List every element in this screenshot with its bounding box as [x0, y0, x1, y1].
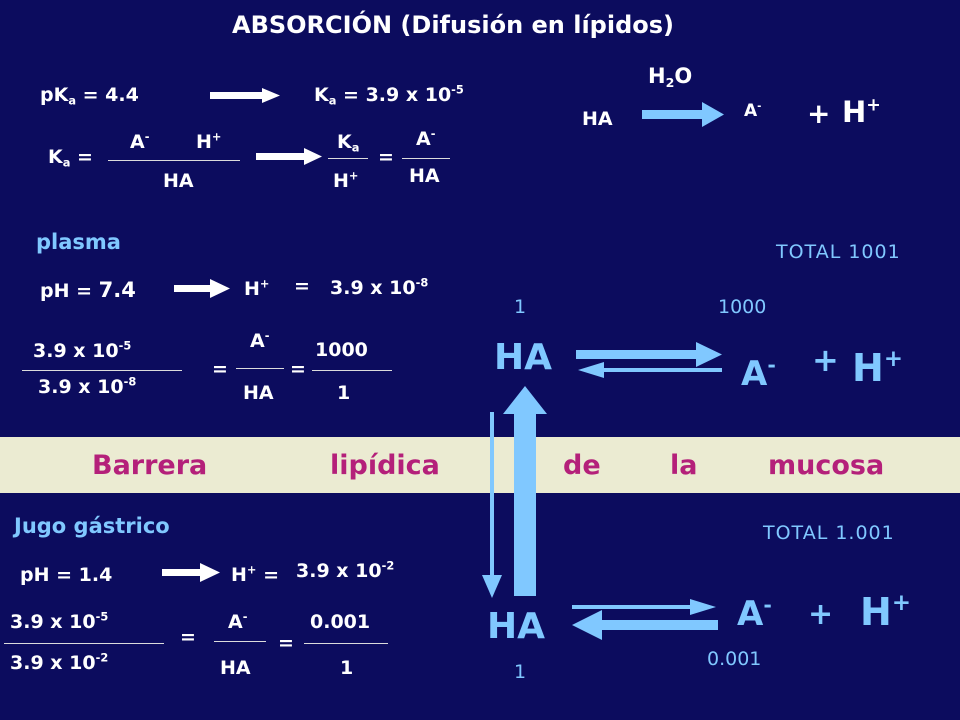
gastric-h-label: H+ =: [231, 562, 279, 586]
ka-rearranged-num2: A-: [416, 126, 436, 150]
gastric-ph-arrow: [162, 563, 220, 582]
diffusion-up-arrow: [503, 386, 547, 596]
gastric-h-value: 3.9 x 10-2: [296, 558, 395, 582]
gastric-proton: H+: [860, 590, 911, 634]
barrier-word-4: la: [670, 450, 698, 481]
ka-value-equation: Ka = 3.9 x 10-5: [314, 82, 464, 108]
plasma-ratio-eq2: =: [290, 358, 306, 380]
plasma-proton: H+: [852, 346, 903, 390]
ka-rearranged-den: H+: [333, 168, 359, 192]
gastric-ha-count: 1: [514, 661, 527, 683]
plasma-anion-count: 1000: [718, 296, 767, 318]
plasma-ratio-mid-num: A-: [250, 328, 270, 352]
plasma-ratio-res-num: 1000: [315, 339, 368, 361]
dissociation-anion: A-: [744, 101, 762, 121]
plasma-ratio-bar: [22, 370, 182, 371]
plasma-ratio-mid-bar: [236, 368, 284, 369]
dissociation-plus: +: [807, 97, 831, 130]
plasma-ha: HA: [494, 337, 552, 378]
plasma-ratio-mid-den: HA: [243, 382, 274, 404]
plasma-anion: A-: [741, 352, 776, 394]
ka-rearranged-bar-1: [328, 158, 368, 159]
dissociation-proton: H+: [842, 95, 881, 129]
ka-def-num-proton: H+: [196, 129, 222, 153]
plasma-forward-arrow: [576, 342, 722, 367]
plasma-backward-arrow: [578, 362, 722, 378]
pka-to-ka-arrow: [210, 88, 280, 103]
lipid-barrier-band: [0, 437, 960, 493]
plasma-total: TOTAL 1001: [776, 241, 901, 263]
page-title: ABSORCIÓN (Difusión en lípidos): [232, 11, 675, 39]
gastric-ratio-eq1: =: [180, 626, 196, 648]
ka-rearranged-num: Ka: [337, 131, 360, 155]
plasma-ph-arrow: [174, 279, 230, 298]
plasma-plus: +: [812, 341, 839, 379]
ka-def-lhs: Ka =: [48, 146, 93, 170]
gastric-ratio-mid-bar: [214, 641, 266, 642]
plasma-ratio-eq1: =: [212, 358, 228, 380]
plasma-h-eq: =: [294, 275, 310, 297]
gastric-ha: HA: [487, 606, 545, 647]
gastric-total: TOTAL 1.001: [763, 522, 895, 544]
ka-rearranged-den2: HA: [409, 165, 440, 187]
ka-def-den: HA: [163, 170, 194, 192]
ka-def-fraction-bar: [108, 160, 240, 161]
gastric-label: Jugo gástrico: [14, 514, 170, 538]
gastric-ratio-den: 3.9 x 10-2: [10, 650, 109, 674]
pka-equation: pKa = 4.4: [40, 84, 139, 108]
barrier-word-2: lipídica: [330, 450, 440, 481]
gastric-backward-arrow: [572, 610, 718, 640]
gastric-plus: +: [808, 597, 834, 632]
ka-rearranged-bar-2: [402, 158, 450, 159]
gastric-forward-arrow: [572, 599, 716, 615]
gastric-anion: A-: [737, 592, 772, 634]
plasma-h-label: H+: [244, 276, 270, 300]
gastric-ratio-mid-num: A-: [228, 609, 248, 633]
water-label: H2O: [648, 64, 693, 90]
ka-rearranged-eq: =: [378, 146, 394, 168]
barrier-word-1: Barrera: [92, 450, 208, 481]
barrier-word-5: mucosa: [768, 450, 885, 481]
ka-def-num-anion: A-: [130, 129, 150, 153]
plasma-ph: pH = 7.4: [40, 278, 136, 302]
gastric-ph: pH = 1.4: [20, 564, 113, 586]
diffusion-down-arrow: [482, 412, 502, 598]
plasma-h-value: 3.9 x 10-8: [330, 275, 429, 299]
dissociation-arrow: [642, 102, 724, 127]
dissociation-reactant: HA: [582, 108, 613, 130]
plasma-ha-count: 1: [514, 296, 527, 318]
plasma-label: plasma: [36, 230, 121, 254]
gastric-ratio-eq2: =: [278, 632, 294, 654]
plasma-ratio-res-bar: [312, 370, 392, 371]
ka-rearrange-arrow: [256, 148, 322, 165]
gastric-ratio-res-num: 0.001: [310, 611, 371, 633]
plasma-ratio-num: 3.9 x 10-5: [33, 338, 132, 362]
gastric-anion-count: 0.001: [707, 648, 762, 670]
plasma-ratio-res-den: 1: [337, 382, 351, 404]
plasma-ratio-den: 3.9 x 10-8: [38, 374, 137, 398]
gastric-ratio-mid-den: HA: [220, 657, 251, 679]
gastric-ratio-bar: [4, 643, 164, 644]
barrier-word-3: de: [563, 450, 601, 481]
gastric-ratio-num: 3.9 x 10-5: [10, 609, 109, 633]
gastric-ratio-res-den: 1: [340, 657, 354, 679]
gastric-ratio-res-bar: [304, 643, 388, 644]
